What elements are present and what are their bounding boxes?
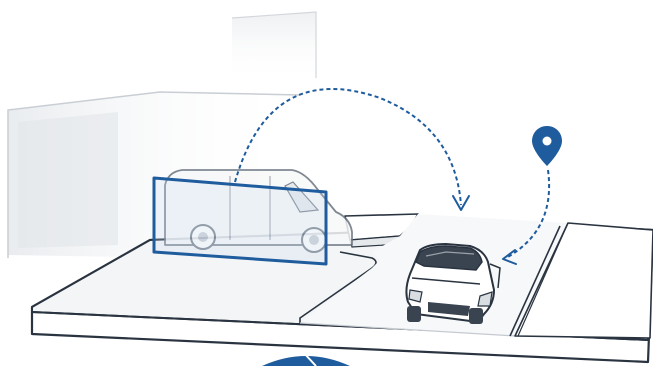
partial-circle-badge: [262, 352, 350, 366]
camera-frame-icon: [154, 178, 326, 264]
background-building-top: [232, 12, 316, 78]
parked-car: [406, 244, 500, 324]
location-pin-icon: [532, 126, 562, 166]
